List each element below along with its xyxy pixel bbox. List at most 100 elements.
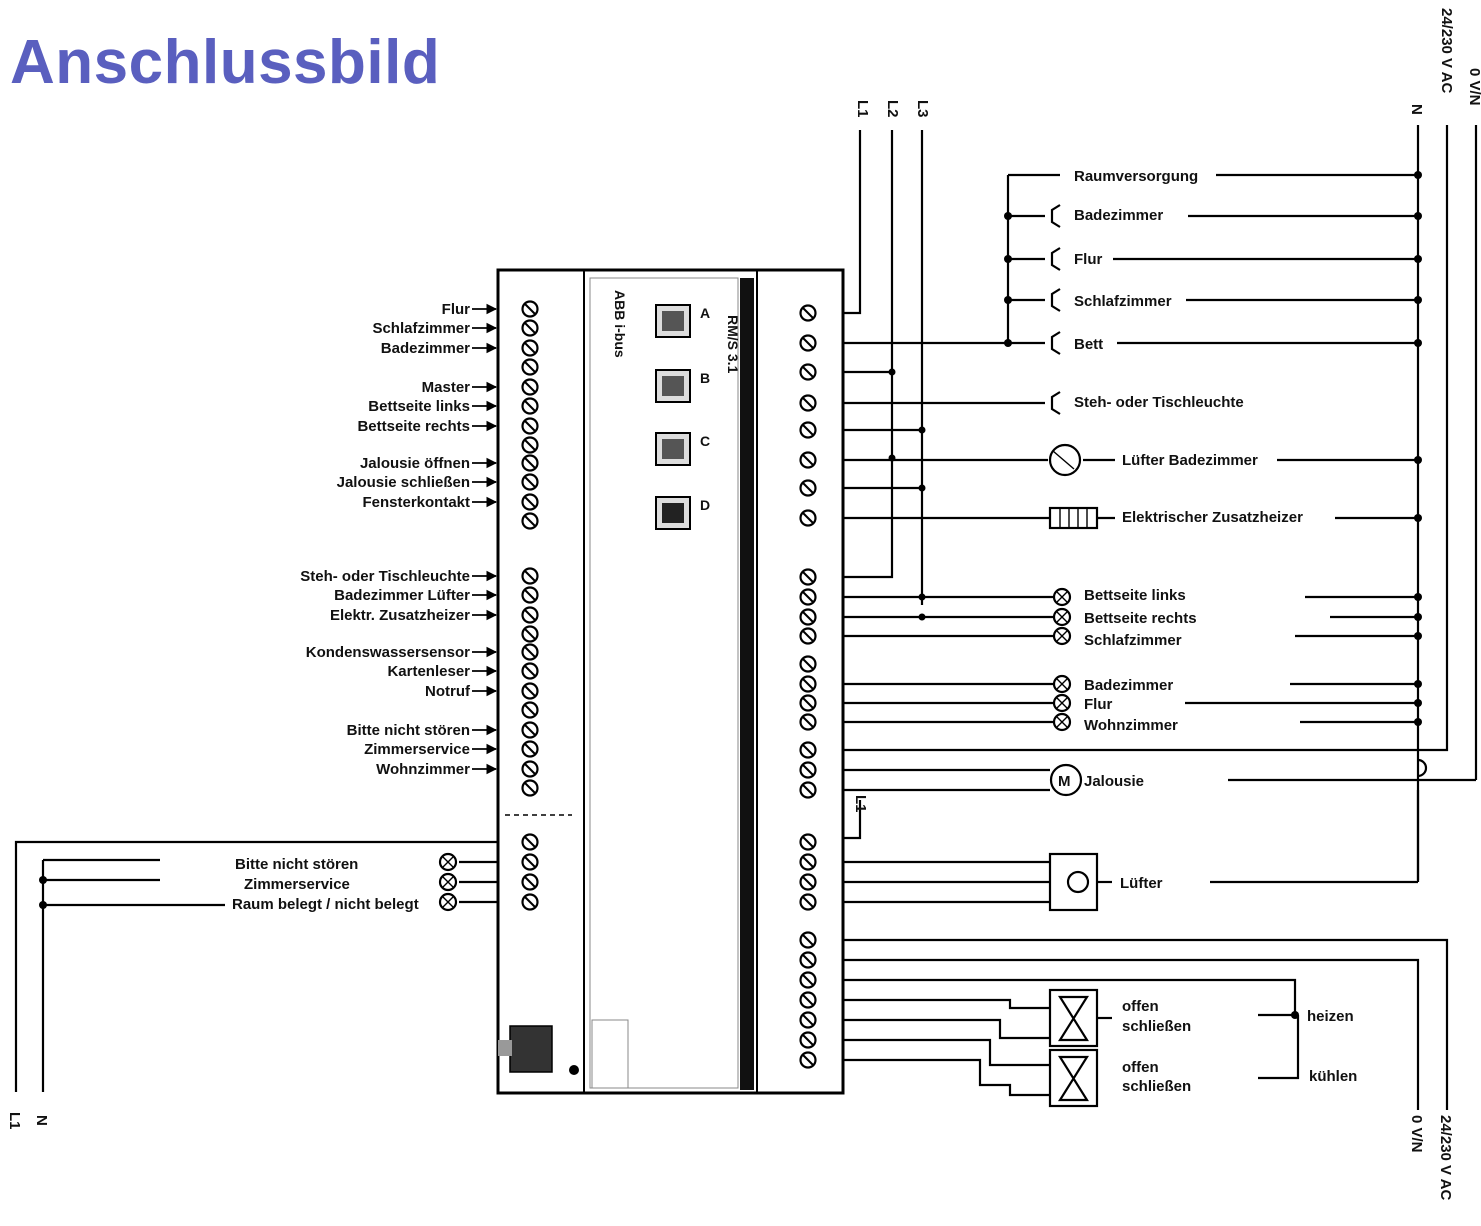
left-input-label: Bettseite links bbox=[368, 398, 470, 415]
channel-c-label: C bbox=[700, 433, 710, 449]
terminal-screw bbox=[521, 300, 539, 318]
left-lamp-wiring bbox=[14, 840, 498, 1092]
blind-label: Jalousie bbox=[1084, 773, 1144, 790]
supply-l1-label: L1 bbox=[854, 100, 871, 118]
terminal-screw bbox=[799, 675, 817, 693]
fan-unit-icon bbox=[1048, 852, 1099, 912]
top-supply-wiring bbox=[843, 125, 1478, 880]
heat-label: heizen bbox=[1307, 1008, 1354, 1025]
left-input-label: Jalousie schließen bbox=[337, 474, 470, 491]
terminal-screw bbox=[521, 893, 539, 911]
terminal-screw bbox=[521, 721, 539, 739]
supply-l2-label: L2 bbox=[884, 100, 901, 118]
terminal-screw bbox=[521, 625, 539, 643]
supply-l3-label: L3 bbox=[914, 100, 931, 118]
channel-a-label: A bbox=[700, 305, 710, 321]
l1-tap-label: L1 bbox=[852, 795, 869, 813]
terminal-screw bbox=[521, 606, 539, 624]
terminal-screw bbox=[521, 833, 539, 851]
left-input-label: Flur bbox=[442, 301, 470, 318]
blind-motor-icon bbox=[1049, 763, 1083, 797]
terminal-screw bbox=[799, 394, 817, 412]
terminal-screw bbox=[799, 1051, 817, 1069]
valve1-close: schließen bbox=[1122, 1018, 1191, 1035]
terminal-screw bbox=[799, 781, 817, 799]
lamp-bitte-nicht-stoeren: Bitte nicht stören bbox=[235, 856, 358, 873]
switch-stehleuchte: Steh- oder Tischleuchte bbox=[1074, 394, 1244, 411]
terminal-screw bbox=[521, 701, 539, 719]
terminal-screw bbox=[799, 931, 817, 949]
terminal-screw bbox=[799, 1011, 817, 1029]
left-input-label: Wohnzimmer bbox=[376, 761, 470, 778]
terminal-screw bbox=[521, 473, 539, 491]
heater-icon bbox=[1048, 506, 1099, 530]
left-input-arrows bbox=[472, 303, 498, 775]
terminal-screw bbox=[521, 436, 539, 454]
left-input-label: Jalousie öffnen bbox=[360, 455, 470, 472]
valve2-open: offen bbox=[1122, 1059, 1159, 1076]
terminal-screw bbox=[521, 397, 539, 415]
terminal-screw bbox=[799, 971, 817, 989]
channel-switches[interactable] bbox=[655, 304, 691, 530]
switch-schlafzimmer: Schlafzimmer bbox=[1074, 293, 1172, 310]
terminal-screw bbox=[799, 363, 817, 381]
right-lamp-wiring bbox=[843, 587, 1422, 732]
left-input-label: Fensterkontakt bbox=[362, 494, 470, 511]
left-input-label: Bitte nicht stören bbox=[347, 722, 470, 739]
device-name: RM/S 3.1 bbox=[725, 315, 741, 374]
blind-and-fan-wiring: M L1 bbox=[843, 758, 1476, 912]
terminal-screw bbox=[521, 512, 539, 530]
left-input-label: Notruf bbox=[425, 683, 471, 700]
bus-connector bbox=[509, 1025, 553, 1073]
bottom-n-label: N bbox=[33, 1115, 50, 1126]
switch-badezimmer: Badezimmer bbox=[1074, 207, 1163, 224]
right-switch-wiring bbox=[843, 171, 1422, 621]
terminal-screw bbox=[521, 358, 539, 376]
lamp-flur: Flur bbox=[1084, 696, 1112, 713]
switch-bett: Bett bbox=[1074, 336, 1103, 353]
supply-ac-label: 24/230 V AC bbox=[1438, 8, 1455, 93]
left-input-label: Steh- oder Tischleuchte bbox=[300, 568, 470, 585]
terminal-screw bbox=[521, 493, 539, 511]
bottom-l1-label: L1 bbox=[6, 1112, 23, 1130]
terminal-screw bbox=[521, 454, 539, 472]
terminal-screw bbox=[521, 643, 539, 661]
terminal-screw bbox=[799, 761, 817, 779]
switch-raumversorgung: Raumversorgung bbox=[1074, 168, 1198, 185]
terminal-screw bbox=[799, 853, 817, 871]
actuator-device: RM/S 3.1 ABB i-bus A B C D bbox=[496, 268, 845, 1095]
channel-d-label: D bbox=[700, 497, 710, 513]
terminal-screw bbox=[799, 833, 817, 851]
fan-bath-label: Lüfter Badezimmer bbox=[1122, 452, 1258, 469]
page-title: Anschlussbild bbox=[10, 28, 441, 97]
terminal-screw bbox=[521, 339, 539, 357]
terminal-screw bbox=[799, 568, 817, 586]
terminal-screw bbox=[521, 662, 539, 680]
lamp-zimmerservice: Zimmerservice bbox=[244, 876, 350, 893]
terminal-screw bbox=[521, 779, 539, 797]
terminal-screw bbox=[799, 741, 817, 759]
left-input-label: Badezimmer bbox=[381, 340, 470, 357]
terminal-screw bbox=[799, 451, 817, 469]
terminal-screw bbox=[521, 586, 539, 604]
terminal-screw bbox=[799, 1031, 817, 1049]
terminal-screw bbox=[799, 627, 817, 645]
switch-flur: Flur bbox=[1074, 251, 1102, 268]
terminal-screw bbox=[799, 479, 817, 497]
cool-label: kühlen bbox=[1309, 1068, 1357, 1085]
valve2-close: schließen bbox=[1122, 1078, 1191, 1095]
left-input-label: Kondenswassersensor bbox=[306, 644, 470, 661]
valve-wiring bbox=[843, 938, 1449, 1110]
terminal-screw bbox=[521, 740, 539, 758]
terminal-screw bbox=[799, 655, 817, 673]
valve1-open: offen bbox=[1122, 998, 1159, 1015]
bottom-ac-label: 24/230 V AC bbox=[1437, 1115, 1454, 1200]
left-terminal-screws bbox=[521, 300, 539, 911]
lamp-bettseite-links: Bettseite links bbox=[1084, 587, 1186, 604]
terminal-screw bbox=[799, 991, 817, 1009]
left-input-label: Elektr. Zusatzheizer bbox=[330, 607, 470, 624]
left-input-label: Zimmerservice bbox=[364, 741, 470, 758]
terminal-screw bbox=[521, 873, 539, 891]
terminal-screw bbox=[521, 319, 539, 337]
lamp-badezimmer: Badezimmer bbox=[1084, 677, 1173, 694]
